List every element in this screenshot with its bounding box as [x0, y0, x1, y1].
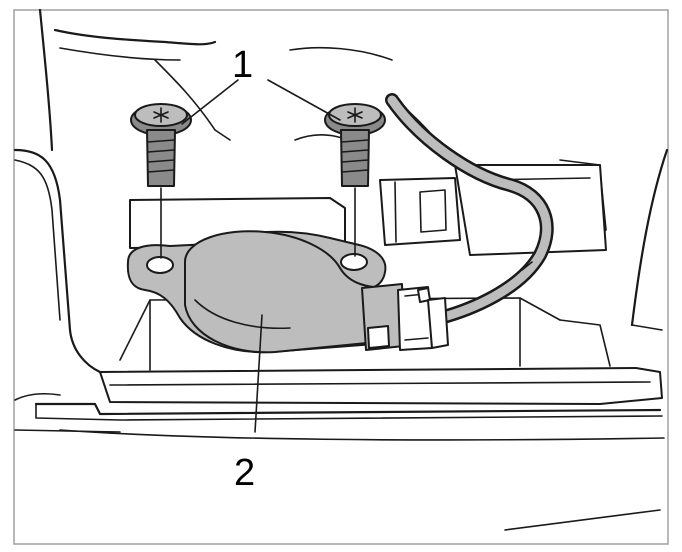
screw-left [130, 103, 192, 259]
vehicle-structure [13, 8, 669, 441]
wiring-harness [385, 93, 554, 325]
screw-right [324, 103, 386, 257]
callout-label-2: 2 [234, 452, 255, 494]
sensor-module [126, 230, 449, 354]
edge-line [504, 509, 661, 531]
figure-border [13, 9, 669, 545]
callout-label-1: 1 [232, 44, 253, 86]
leader-lines [181, 79, 341, 433]
